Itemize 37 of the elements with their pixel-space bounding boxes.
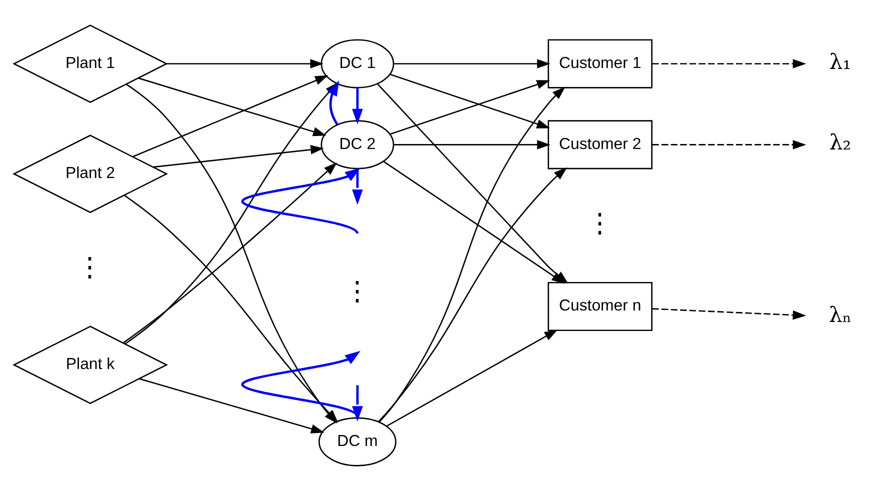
arrow: [394, 140, 550, 149]
label: ⋮: [586, 208, 614, 238]
arrow: [153, 144, 324, 168]
arrow: [652, 58, 806, 68]
arrow: [138, 76, 326, 136]
label: ⋮: [344, 275, 371, 306]
node-ellipse: DC m: [318, 416, 396, 466]
node-diamond: Plant 2: [12, 134, 168, 213]
node-box: Customer n: [548, 281, 652, 331]
arrow: [352, 87, 363, 124]
arrow: [132, 74, 328, 157]
arrow: [386, 329, 558, 426]
arrow: [390, 80, 550, 134]
node-text: λₙ: [828, 302, 852, 328]
arrow: [652, 140, 806, 149]
arrow: [383, 160, 565, 284]
arrow: [242, 350, 363, 422]
node-diamond: Plant 1: [12, 24, 168, 102]
node-ellipse: DC 1: [320, 38, 394, 88]
arrow: [652, 308, 806, 320]
arrow: [394, 58, 550, 68]
arrow: [166, 58, 324, 68]
arrow: [390, 73, 550, 128]
arrow: [378, 86, 566, 422]
node-box: Customer 1: [548, 38, 652, 88]
node-ellipse: DC 2: [320, 120, 394, 169]
arrow: [352, 384, 363, 422]
node-text: λ₂: [829, 130, 852, 156]
arrow: [344, 167, 363, 204]
arrow: [123, 162, 338, 343]
arrow: [327, 80, 340, 125]
label: ⋮: [76, 252, 104, 282]
arrow: [242, 167, 360, 234]
arrow: [139, 378, 324, 433]
node-box: Customer 2: [548, 120, 652, 169]
node-diamond: Plant k: [12, 325, 168, 404]
node-text: λ₁: [829, 49, 852, 74]
